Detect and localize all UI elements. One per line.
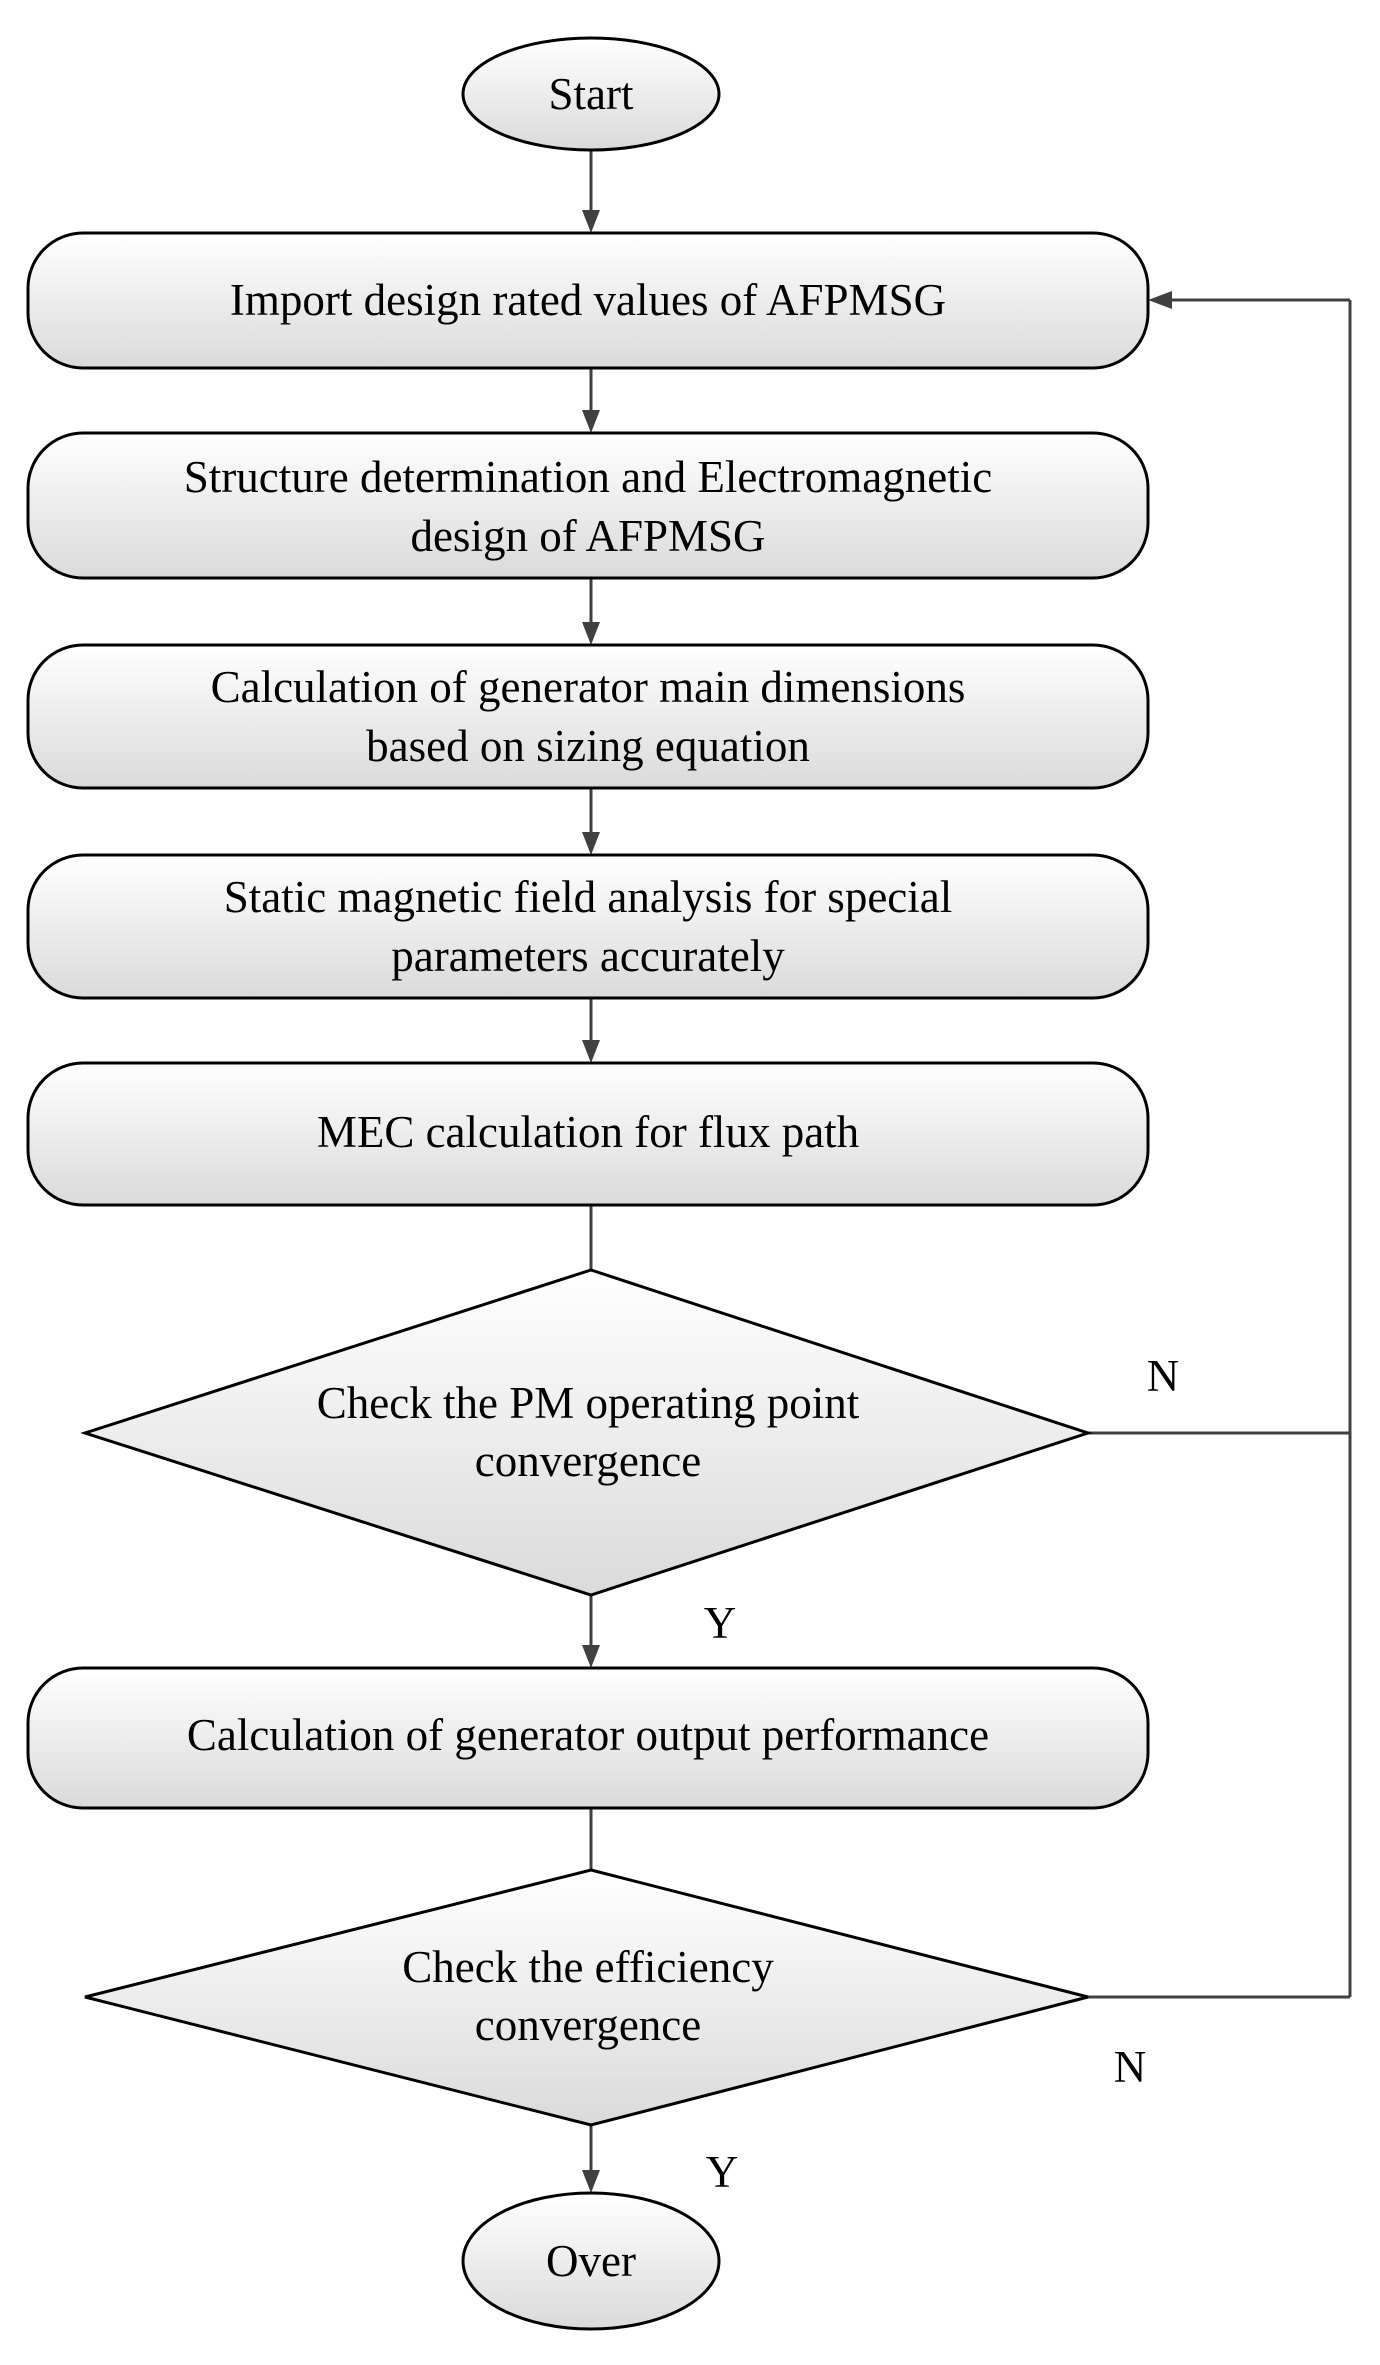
decision-check-efficiency: Check the efficiency convergence: [84, 1868, 1089, 2127]
import-values-label: Import design rated values of AFPMSG: [230, 275, 946, 325]
arrowhead-icon: [582, 410, 600, 433]
arrowhead-icon: [582, 832, 600, 855]
arrowhead-icon: [582, 1040, 600, 1063]
over-terminator: Over: [461, 2191, 721, 2331]
structure-label-line2: design of AFPMSG: [410, 511, 765, 561]
arrowhead-icon: [582, 1645, 600, 1668]
process-box: [26, 231, 1150, 370]
over-ellipse: [461, 2191, 721, 2331]
process-box: [26, 431, 1150, 580]
process-import-values: Import design rated values of AFPMSG: [26, 231, 1150, 370]
decision-check-pm: Check the PM operating point convergence: [80, 1268, 1093, 1597]
process-box: [26, 643, 1150, 790]
over-label: Over: [546, 2236, 636, 2286]
edge-labels: N Y N Y: [704, 1351, 1180, 2197]
check-pm-yes-label: Y: [704, 1598, 737, 1648]
process-structure: Structure determination and Electromagne…: [26, 431, 1150, 580]
check-eff-no-label: N: [1114, 2042, 1147, 2092]
process-main-dimensions: Calculation of generator main dimensions…: [26, 643, 1150, 790]
process-static-field: Static magnetic field analysis for speci…: [26, 853, 1150, 1000]
arrowhead-icon: [582, 210, 600, 233]
start-label: Start: [549, 69, 634, 119]
check-pm-label-line1: Check the PM operating point: [317, 1378, 860, 1428]
arrowhead-icon: [1148, 291, 1172, 309]
static-field-label-line1: Static magnetic field analysis for speci…: [224, 872, 953, 922]
main-dimensions-label-line1: Calculation of generator main dimensions: [211, 662, 966, 712]
check-pm-label-line2: convergence: [475, 1436, 702, 1486]
process-box: [26, 853, 1150, 1000]
process-output-performance: Calculation of generator output performa…: [26, 1666, 1150, 1810]
process-box: [26, 1666, 1150, 1810]
mec-label: MEC calculation for flux path: [317, 1107, 859, 1157]
decision-diamond: [84, 1868, 1089, 2127]
check-eff-yes-label: Y: [706, 2147, 739, 2197]
start-ellipse: [461, 36, 721, 152]
arrowhead-icon: [582, 622, 600, 645]
start-terminator: Start: [461, 36, 721, 152]
output-performance-label: Calculation of generator output performa…: [187, 1710, 989, 1760]
check-pm-no-label: N: [1147, 1351, 1180, 1401]
decision-diamond: [80, 1268, 1093, 1597]
arrowhead-icon: [582, 2170, 600, 2193]
structure-label-line1: Structure determination and Electromagne…: [184, 452, 992, 502]
process-mec: MEC calculation for flux path: [26, 1061, 1150, 1207]
static-field-label-line2: parameters accurately: [391, 931, 785, 981]
check-efficiency-label-line2: convergence: [475, 2000, 702, 2050]
main-dimensions-label-line2: based on sizing equation: [366, 721, 810, 771]
connectors: [582, 149, 1352, 2193]
check-efficiency-label-line1: Check the efficiency: [402, 1942, 774, 1992]
process-box: [26, 1061, 1150, 1207]
